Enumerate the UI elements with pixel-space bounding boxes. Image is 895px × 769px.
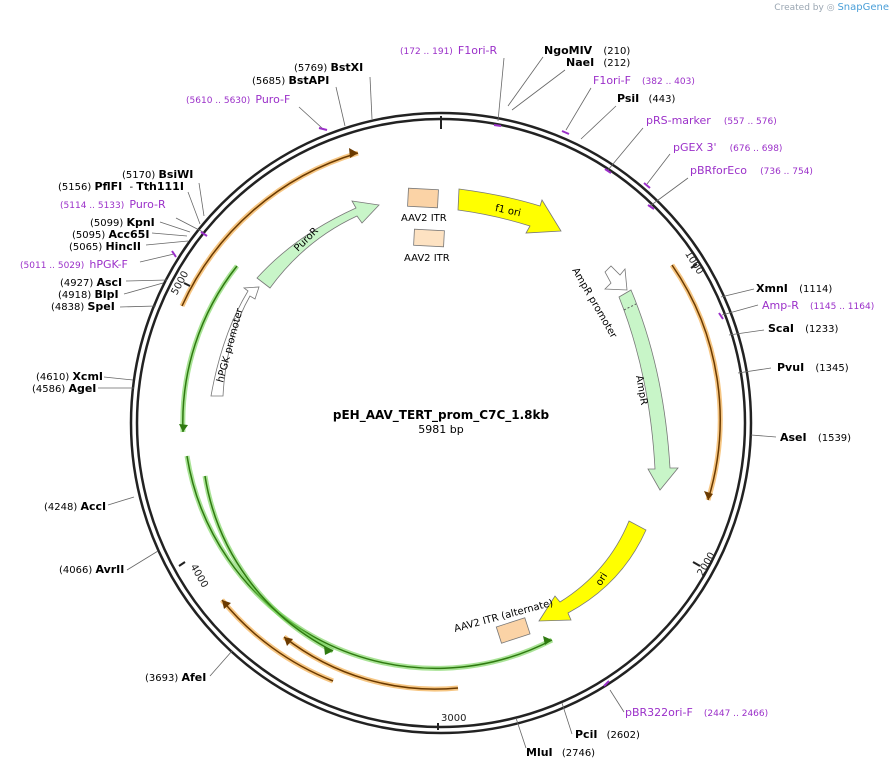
- enzyme-asci: (4927) AscI: [60, 276, 122, 289]
- enzyme-pvui: PvuI (1345): [777, 361, 849, 374]
- enzyme-acc65i: (5095) Acc65I: [72, 228, 149, 241]
- enzyme-psii: PsiI (443): [617, 92, 675, 105]
- feature-aav2-itr-alt: [495, 617, 531, 644]
- snapgene-logo-icon: ◎: [826, 3, 835, 13]
- enzyme-naei: NaeI (212): [566, 56, 630, 69]
- orf-arc-green-bottom-inner: [202, 475, 335, 654]
- enzyme-asei: AseI (1539): [780, 431, 851, 444]
- plasmid-length: 5981 bp: [418, 423, 463, 436]
- enzyme-bstapi: (5685) BstAPI: [252, 74, 329, 87]
- feature-ampr-promoter-arrow: [604, 265, 628, 291]
- enzyme-agei: (4586) AgeI: [32, 382, 96, 395]
- enzyme-avrii: (4066) AvrII: [59, 563, 124, 576]
- orf-arc-right: [669, 263, 723, 501]
- feature-f1-ori-label: f1 ori: [494, 203, 522, 219]
- enzyme-kpni: (5099) KpnI: [90, 216, 155, 229]
- enzyme-mlui: MluI (2746): [526, 746, 595, 759]
- enzyme-labels: (5769) BstXI (5685) BstAPI NgoMIV (210) …: [32, 44, 851, 759]
- primer-puro-f: (5610 .. 5630) Puro-F: [186, 88, 290, 107]
- enzyme-spei: (4838) SpeI: [51, 300, 115, 313]
- primer-pbrforeco: pBRforEco (736 .. 754): [690, 159, 813, 178]
- enzyme-acci: (4248) AccI: [44, 500, 106, 513]
- primer-marks: [171, 124, 724, 687]
- feature-aav2-itr-2: [413, 228, 445, 248]
- feature-ampr-label: AmpR: [633, 375, 649, 406]
- feature-f1-ori-arrow: [457, 188, 562, 234]
- primer-f1ori-r: (172 .. 191) F1ori-R: [400, 39, 498, 58]
- primer-labels: (172 .. 191) F1ori-R (5610 .. 5630) Puro…: [20, 39, 874, 720]
- feature-hpgk-promoter-label: hPGK promoter: [215, 306, 246, 383]
- enzyme-scai: ScaI (1233): [768, 322, 839, 335]
- tick-label-4000: 4000: [188, 562, 210, 590]
- backbone-outer: [129, 111, 753, 735]
- primer-puro-r: (5114 .. 5133) Puro-R: [60, 193, 166, 212]
- credit-prefix: Created by: [774, 3, 824, 13]
- enzyme-xcmi: (4610) XcmI: [36, 370, 103, 383]
- feature-ori-arrow: [538, 520, 647, 622]
- enzyme-bstxi: (5769) BstXI: [294, 61, 363, 74]
- primer-prs-marker: pRS-marker (557 .. 576): [646, 109, 777, 128]
- primer-f1ori-f: F1ori-F (382 .. 403): [593, 69, 695, 88]
- snapgene-credit: Created by ◎ SnapGene: [774, 2, 889, 13]
- orf-arc-green-bottom-outer: [184, 455, 554, 671]
- feature-aav2-itr-1-label: AAV2 ITR: [401, 213, 447, 224]
- primer-pbr322ori-f: pBR322ori-F (2447 .. 2466): [625, 701, 768, 720]
- leader-lines: [98, 56, 777, 749]
- enzyme-pcii: PciI (2602): [575, 728, 640, 741]
- enzyme-afei: (3693) AfeI: [145, 671, 206, 684]
- primer-amp-r: Amp-R (1145 .. 1164): [762, 294, 874, 313]
- enzyme-pflfi: (5156) PflFI - Tth111I: [58, 180, 184, 193]
- feature-ampr-arrow: [618, 289, 679, 491]
- enzyme-bsiwi: (5170) BsiWI: [122, 168, 193, 181]
- feature-hpgk-promoter-arrow: [210, 286, 260, 397]
- enzyme-blpi: (4918) BlpI: [58, 288, 119, 301]
- feature-aav2-itr-2-label: AAV2 ITR: [404, 253, 450, 264]
- enzyme-hincii: (5065) HincII: [69, 240, 141, 253]
- feature-aav2-itr-1: [407, 187, 439, 209]
- primer-pgex-3: pGEX 3' (676 .. 698): [673, 136, 782, 155]
- enzyme-ngomiv: NgoMIV (210): [544, 44, 630, 57]
- primer-hpgk-f: (5011 .. 5029) hPGK-F: [20, 253, 128, 272]
- tick-label-3000: 3000: [441, 713, 466, 724]
- credit-brand: SnapGene: [837, 2, 889, 13]
- map-center: pEH_AAV_TERT_prom_C7C_1.8kb 5981 bp: [333, 408, 550, 436]
- backbone: [129, 111, 753, 735]
- feature-puror-arrow: [256, 200, 380, 289]
- plasmid-name: pEH_AAV_TERT_prom_C7C_1.8kb: [333, 408, 550, 423]
- enzyme-xmni: XmnI (1114): [756, 282, 832, 295]
- orf-arcs: [179, 148, 723, 692]
